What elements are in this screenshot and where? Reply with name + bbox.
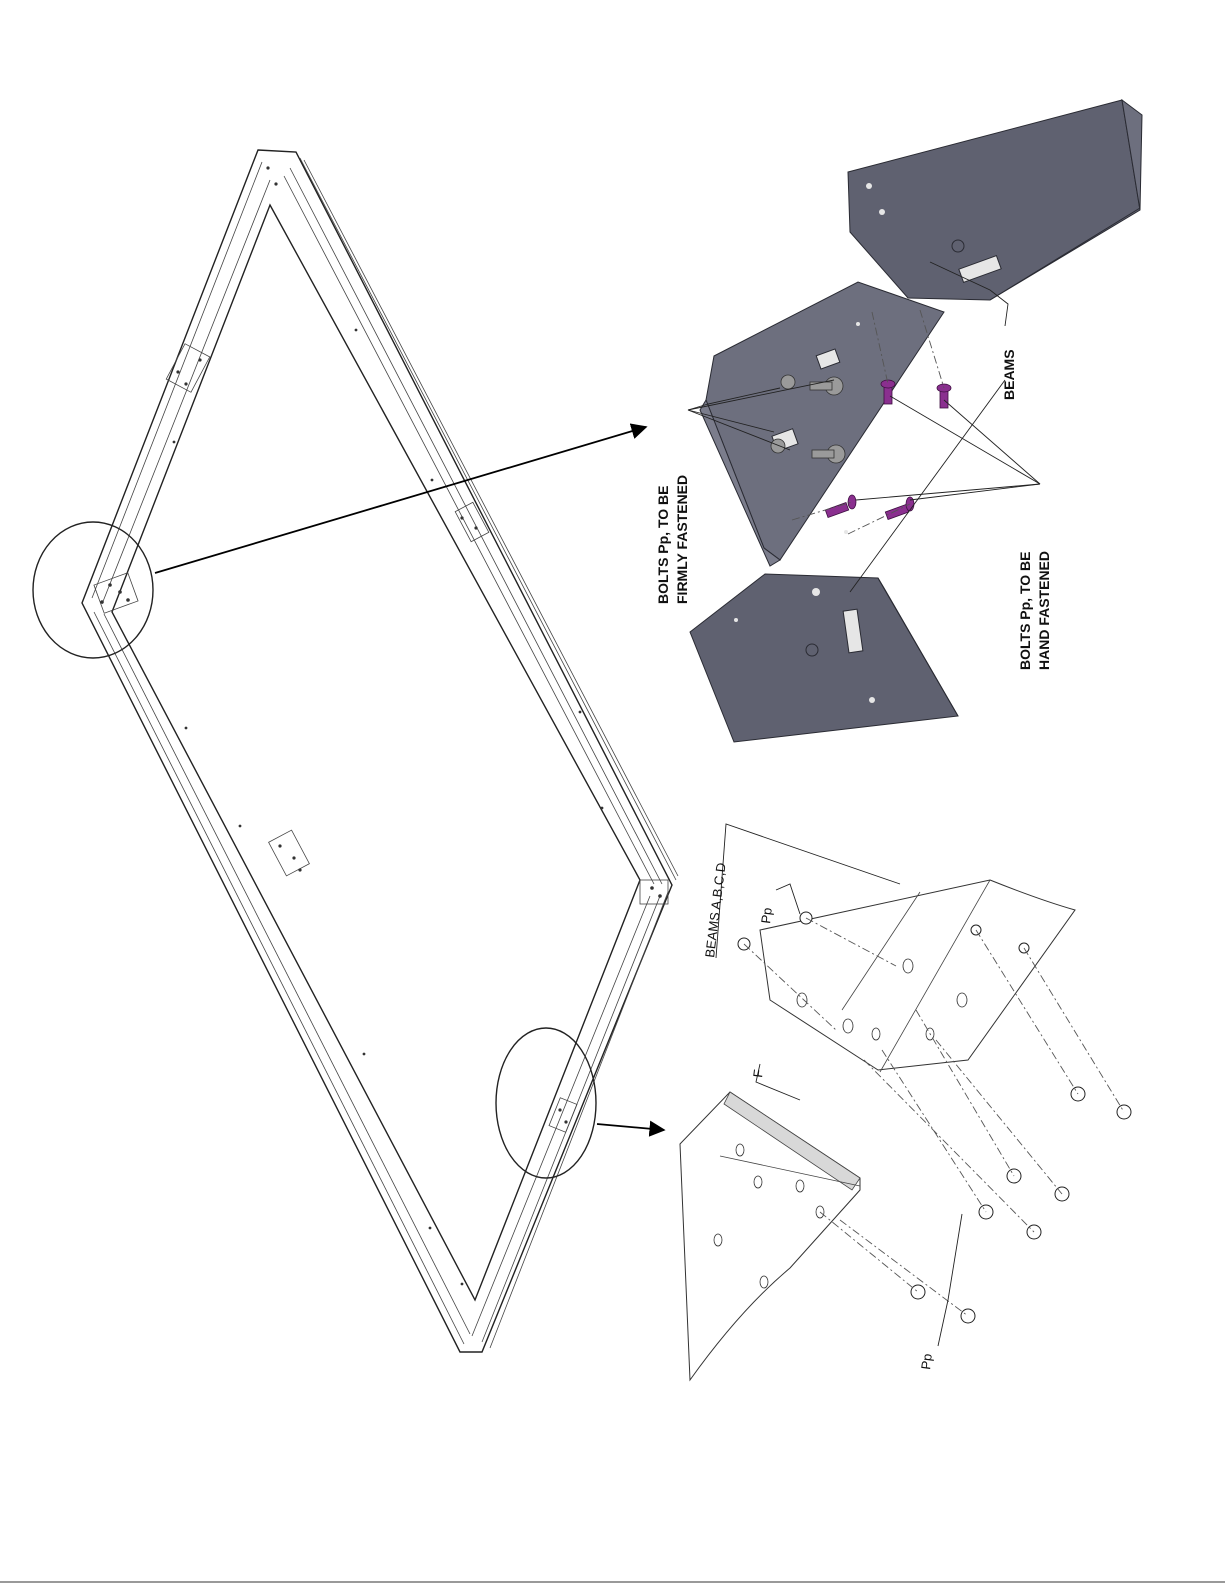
beams-label: BEAMS [1001,349,1017,400]
beam-frame [82,150,678,1352]
pp-bottom-label: Pp [918,1353,935,1371]
corner-bracket-detail [688,100,1142,742]
hand-label-line2: HAND FASTENED [1036,551,1052,670]
corner-arrow-icon [155,427,646,573]
splice-detail [680,824,1131,1380]
corner-detail-circle-icon [33,522,153,658]
splice-detail-circle-icon [496,1028,596,1178]
splice-arrow-icon [597,1124,664,1130]
pp-top-label: Pp [758,907,775,925]
beams-abcd-label: BEAMS A,B,C,D [702,862,729,958]
f-label: F [750,1069,766,1079]
hand-label-line1: BOLTS Pp, TO BE [1017,552,1033,671]
firmly-label-line1: BOLTS Pp, TO BE [655,486,671,605]
firmly-label-line2: FIRMLY FASTENED [674,475,690,604]
